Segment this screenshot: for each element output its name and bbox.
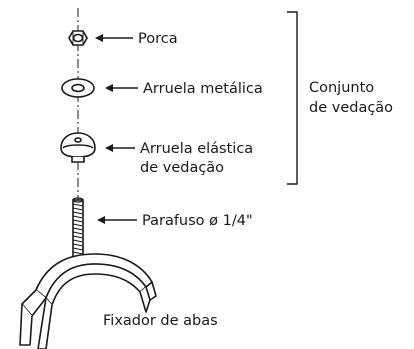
label-sealing-washer-line2: de vedação <box>140 160 224 176</box>
label-nut: Porca <box>138 31 178 47</box>
label-sealing-washer-line1: Arruela elástica <box>140 141 253 157</box>
label-bolt: Parafuso ø 1/4" <box>142 213 253 229</box>
clamp-part <box>19 253 157 349</box>
label-group-line2: de vedação <box>309 100 393 116</box>
label-metal-washer: Arruela metálica <box>143 81 263 97</box>
leader-arrows <box>95 34 138 224</box>
label-clamp: Fixador de abas <box>103 313 218 329</box>
label-group-line1: Conjunto <box>309 80 374 96</box>
metal-washer-part <box>61 78 95 98</box>
group-bracket <box>287 11 298 185</box>
nut-part <box>68 30 88 46</box>
sealing-washer-part <box>60 132 96 163</box>
